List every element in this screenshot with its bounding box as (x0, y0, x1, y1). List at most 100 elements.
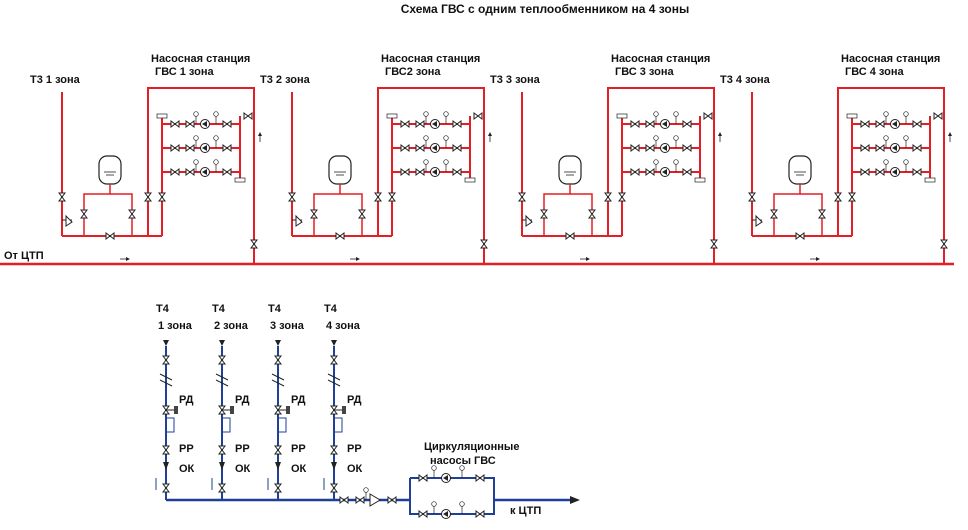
header-cap (234, 177, 246, 183)
valve-icon (860, 168, 870, 176)
valve-icon (218, 445, 226, 455)
diagram-title: Схема ГВС с одним теплообменником на 4 з… (401, 2, 690, 16)
strainer-icon (369, 493, 381, 507)
valve-icon (618, 192, 626, 202)
return-t4-label: Т4 (156, 303, 170, 315)
header-cap (386, 113, 398, 119)
gauge-icon (903, 111, 909, 117)
regulator-actuator (342, 406, 346, 414)
header-cap (846, 113, 858, 119)
valve-icon (355, 496, 365, 504)
valve-icon (400, 168, 410, 176)
flow-arrow-icon (219, 340, 225, 346)
valve-icon (604, 192, 612, 202)
valve-icon (860, 144, 870, 152)
valve-icon (540, 209, 548, 219)
strainer-icon (159, 373, 173, 387)
safety-valve-icon (525, 214, 533, 227)
expansion-tank-icon (328, 155, 352, 185)
valve-icon (222, 144, 232, 152)
tank-connection (340, 193, 363, 236)
pump-arrow-icon (892, 145, 897, 151)
valve-icon (105, 232, 115, 240)
rd-label: РД (179, 394, 194, 406)
flow-arrow-icon (718, 132, 722, 136)
valve-icon (415, 120, 425, 128)
strainer-icon (215, 373, 229, 387)
valve-icon (645, 120, 655, 128)
flow-arrow-icon (258, 132, 262, 136)
strainer-icon (271, 373, 285, 387)
valve-icon (475, 474, 485, 482)
valve-icon (452, 120, 462, 128)
valve-icon (358, 209, 366, 219)
valve-icon (128, 209, 136, 219)
valve-icon (400, 144, 410, 152)
regulator-actuator (174, 406, 178, 414)
gauge-icon (193, 111, 199, 117)
header-cap (924, 177, 936, 183)
expansion-tank-icon (98, 155, 122, 185)
rr-label: РР (347, 443, 362, 455)
valve-icon (218, 483, 226, 493)
valve-icon (80, 209, 88, 219)
safety-valve-icon (755, 214, 763, 227)
tank-connection (773, 184, 801, 236)
valve-icon (374, 192, 382, 202)
gauge-icon (443, 135, 449, 141)
station-title-line2: ГВС 1 зона (155, 66, 214, 78)
valve-icon (630, 168, 640, 176)
rr-label: РР (291, 443, 306, 455)
header-cap (156, 113, 168, 119)
gauge-icon (903, 159, 909, 165)
gauge-icon (423, 111, 429, 117)
rr-label: РР (179, 443, 194, 455)
valve-icon (162, 483, 170, 493)
pump-arrow-icon (892, 169, 897, 175)
pump-frame-pipe (409, 477, 495, 515)
return-zone-label: 3 зона (270, 320, 305, 332)
regulator-actuator (230, 406, 234, 414)
valve-icon (170, 168, 180, 176)
valve-icon (274, 483, 282, 493)
tank-connection (110, 193, 133, 236)
return-zone-label: 1 зона (158, 320, 193, 332)
flow-arrow-icon (586, 257, 590, 261)
gauge-icon (653, 159, 659, 165)
valve-icon (185, 120, 195, 128)
return-t4-label: Т4 (324, 303, 338, 315)
valve-icon (480, 239, 488, 249)
pump-arrow-icon (432, 121, 437, 127)
gauge-icon (903, 135, 909, 141)
station-loop-pipe (752, 87, 945, 264)
zone-t3-label: Т3 3 зона (490, 74, 541, 86)
return-t4-label: Т4 (212, 303, 226, 315)
header-cap (694, 177, 706, 183)
valve-icon (645, 168, 655, 176)
station-title-line2: ГВС 3 зона (615, 66, 674, 78)
flow-arrow-icon (331, 340, 337, 346)
valve-icon (565, 232, 575, 240)
safety-valve-icon (295, 214, 303, 227)
valve-icon (185, 168, 195, 176)
header-cap (616, 113, 628, 119)
ok-label: ОК (347, 463, 363, 475)
flow-arrow-icon (816, 257, 820, 261)
flow-arrow-icon (275, 340, 281, 346)
gauge-icon (423, 135, 429, 141)
station-title-line1: Насосная станция (611, 53, 710, 65)
valve-icon (630, 120, 640, 128)
regulator-actuator (286, 406, 290, 414)
pump-arrow-icon (432, 145, 437, 151)
flow-arrow-icon (126, 257, 130, 261)
valve-icon (588, 209, 596, 219)
station-title-line1: Насосная станция (381, 53, 480, 65)
station-loop-pipe (62, 87, 255, 264)
